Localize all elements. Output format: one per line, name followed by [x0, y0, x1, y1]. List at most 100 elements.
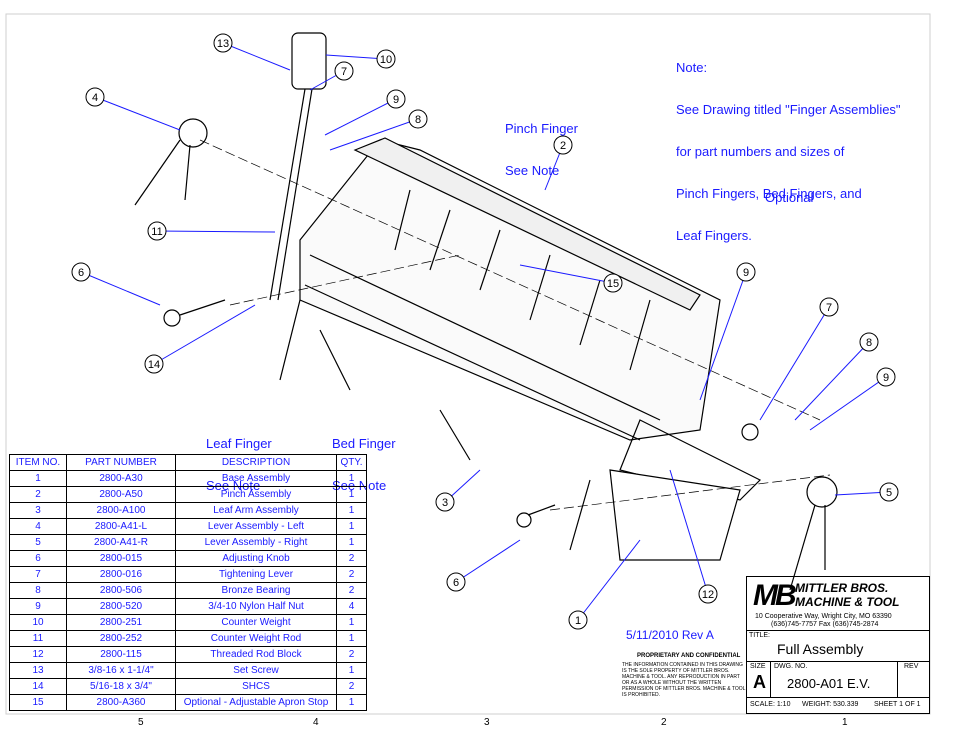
leader-line	[759, 306, 830, 421]
balloon-number: 11	[151, 226, 162, 238]
bom-part-number: 2800-A360	[66, 694, 176, 711]
bom-description: Lever Assembly - Left	[175, 518, 337, 535]
bom-qty: 4	[336, 598, 367, 615]
balloon-number: 14	[148, 359, 160, 371]
title-block: MB MITTLER BROS. MACHINE & TOOL 10 Coope…	[746, 576, 930, 714]
bom-description: Set Screw	[175, 662, 337, 679]
item-balloon: 7	[759, 297, 839, 421]
revision-label: 5/11/2010 Rev A	[626, 628, 714, 642]
balloon-number: 6	[78, 267, 84, 279]
callout-line: Pinch Finger	[505, 121, 578, 136]
bom-description: Adjusting Knob	[175, 550, 337, 567]
size-label: SIZE	[750, 663, 766, 670]
bom-part-number: 2800-A41-R	[66, 534, 176, 551]
bom-part-number: 2800-A50	[66, 486, 176, 503]
item-balloon: 8	[329, 109, 428, 151]
note-line: Pinch Fingers, Bed Fingers, and	[676, 186, 862, 201]
bom-item-no: 13	[9, 662, 67, 679]
bom-header-row: ITEM NO. PART NUMBER DESCRIPTION QTY.	[9, 454, 367, 471]
leader-line	[329, 118, 419, 151]
bom-qty: 2	[336, 550, 367, 567]
balloon-circle	[85, 87, 105, 107]
balloon-circle	[879, 482, 899, 502]
item-balloon: 7	[309, 61, 354, 91]
item-balloon: 9	[809, 367, 896, 431]
leader-line	[325, 54, 387, 60]
bom-part-number: 5/16-18 x 3/4"	[66, 678, 176, 695]
bom-item-no: 8	[9, 582, 67, 599]
balloon-circle	[698, 584, 718, 604]
bom-description: Base Assembly	[175, 470, 337, 487]
company-phone: (636)745-7757 Fax (636)745-2874	[771, 621, 879, 628]
scale-value: SCALE: 1:10	[750, 701, 791, 708]
bom-item-no: 12	[9, 646, 67, 663]
optional-label: Optional	[765, 190, 814, 205]
bom-header-part: PART NUMBER	[66, 454, 176, 471]
note-line: Note:	[676, 60, 708, 75]
balloon-circle	[386, 89, 406, 109]
bom-description: Counter Weight Rod	[175, 630, 337, 647]
divider	[747, 630, 929, 631]
leader-line	[156, 230, 276, 233]
zone-label: 5	[138, 717, 144, 728]
bom-item-no: 3	[9, 502, 67, 519]
item-balloon: 6	[71, 262, 161, 306]
bom-part-number: 2800-015	[66, 550, 176, 567]
divider	[770, 661, 771, 697]
balloon-number: 2	[560, 140, 566, 152]
balloon-circle	[408, 109, 428, 129]
bom-header-item: ITEM NO.	[9, 454, 67, 471]
balloon-circle	[376, 49, 396, 69]
bom-description: SHCS	[175, 678, 337, 695]
bom-item-no: 11	[9, 630, 67, 647]
bom-description: Threaded Rod Block	[175, 646, 337, 663]
bom-description: Leaf Arm Assembly	[175, 502, 337, 519]
bom-header-qty: QTY.	[336, 454, 367, 471]
leader-line	[324, 98, 397, 136]
balloon-number: 6	[453, 577, 459, 589]
callout-line: Leaf Finger	[206, 436, 272, 451]
company-address: 10 Cooperative Way, Wright City, MO 6339…	[755, 613, 892, 620]
bom-description: Counter Weight	[175, 614, 337, 631]
bom-qty: 1	[336, 662, 367, 679]
bom-item-no: 2	[9, 486, 67, 503]
note-line: Leaf Fingers.	[676, 228, 752, 243]
balloon-circle	[876, 367, 896, 387]
zone-label: 3	[484, 717, 490, 728]
bom-item-no: 10	[9, 614, 67, 631]
item-balloon: 11	[147, 221, 276, 241]
company-name-line1: MITTLER BROS.	[795, 581, 889, 595]
leader-line	[519, 264, 614, 284]
sheet-value: SHEET 1 OF 1	[874, 701, 921, 708]
balloon-number: 3	[442, 497, 448, 509]
bom-qty: 1	[336, 518, 367, 535]
bom-qty: 2	[336, 566, 367, 583]
note-line: See Drawing titled "Finger Assemblies"	[676, 102, 901, 117]
balloon-number: 10	[380, 54, 392, 66]
size-value: A	[753, 672, 766, 692]
bom-item-no: 9	[9, 598, 67, 615]
bom-qty: 2	[336, 582, 367, 599]
bom-part-number: 2800-A100	[66, 502, 176, 519]
callout-line: Bed Finger	[332, 436, 396, 451]
item-balloon: 8	[794, 332, 879, 421]
pinch-finger-callout: Pinch Finger See Note	[505, 94, 578, 206]
balloon-circle	[736, 262, 756, 282]
leader-line	[94, 96, 181, 131]
bom-qty: 1	[336, 614, 367, 631]
item-balloon: 14	[144, 304, 256, 374]
bom-qty: 1	[336, 502, 367, 519]
bom-item-no: 6	[9, 550, 67, 567]
